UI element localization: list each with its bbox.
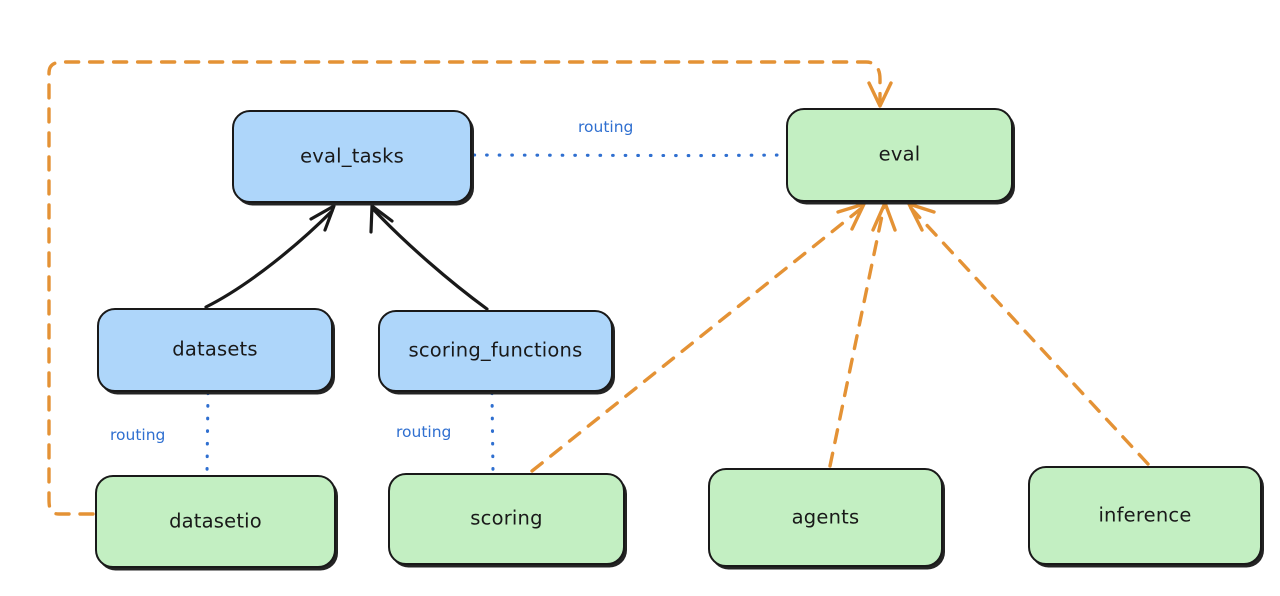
edge-agents-eval <box>828 201 897 468</box>
edge-label-routing-datasetio: routing <box>110 426 166 444</box>
edge-datasets-datasetio <box>205 391 210 476</box>
edge-scoring_functions-eval_tasks <box>369 204 489 311</box>
node-scoring[interactable]: scoring <box>388 473 625 565</box>
node-label: scoring <box>470 506 543 530</box>
edge-eval_tasks-eval <box>472 153 786 158</box>
node-eval[interactable]: eval <box>786 108 1013 202</box>
node-label: datasets <box>172 337 258 361</box>
node-label: eval_tasks <box>300 144 404 168</box>
node-agents[interactable]: agents <box>708 468 943 567</box>
node-label: scoring_functions <box>408 338 583 362</box>
node-label: eval <box>878 142 921 166</box>
edge-label-routing-eval: routing <box>578 118 634 136</box>
node-label: datasetio <box>169 509 262 533</box>
node-eval-tasks[interactable]: eval_tasks <box>232 110 472 203</box>
edge-label-routing-scoring: routing <box>396 423 452 441</box>
node-datasetio[interactable]: datasetio <box>95 475 336 568</box>
node-label: inference <box>1098 503 1192 527</box>
edge-datasets-eval_tasks <box>204 204 336 309</box>
edge-inference-eval <box>907 202 1150 466</box>
node-inference[interactable]: inference <box>1028 466 1262 565</box>
edge-scoring_functions-scoring <box>490 391 495 474</box>
node-label: agents <box>791 505 860 529</box>
node-scoring-functions[interactable]: scoring_functions <box>378 310 613 392</box>
node-datasets[interactable]: datasets <box>97 308 333 392</box>
